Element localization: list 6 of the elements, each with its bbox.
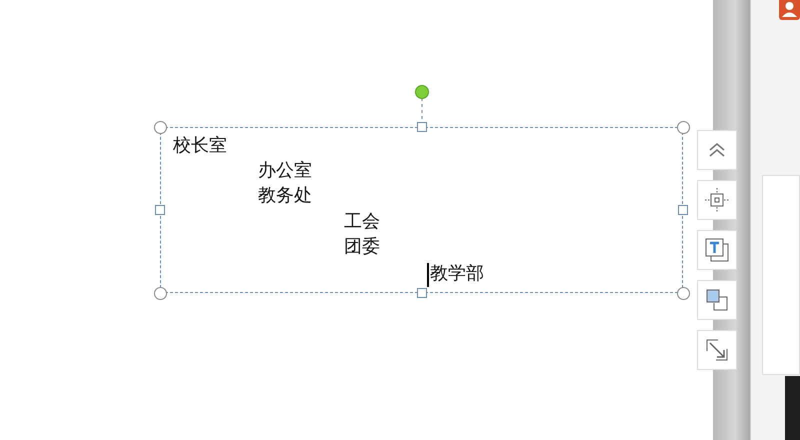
department-name: 办公室 (258, 161, 312, 181)
department-name: 团委 (344, 237, 380, 257)
department-name: 工会 (344, 212, 380, 232)
department-name: 校长室 (173, 136, 227, 156)
department-name: 教学部 (430, 264, 484, 284)
department-name: 教务处 (258, 186, 312, 206)
